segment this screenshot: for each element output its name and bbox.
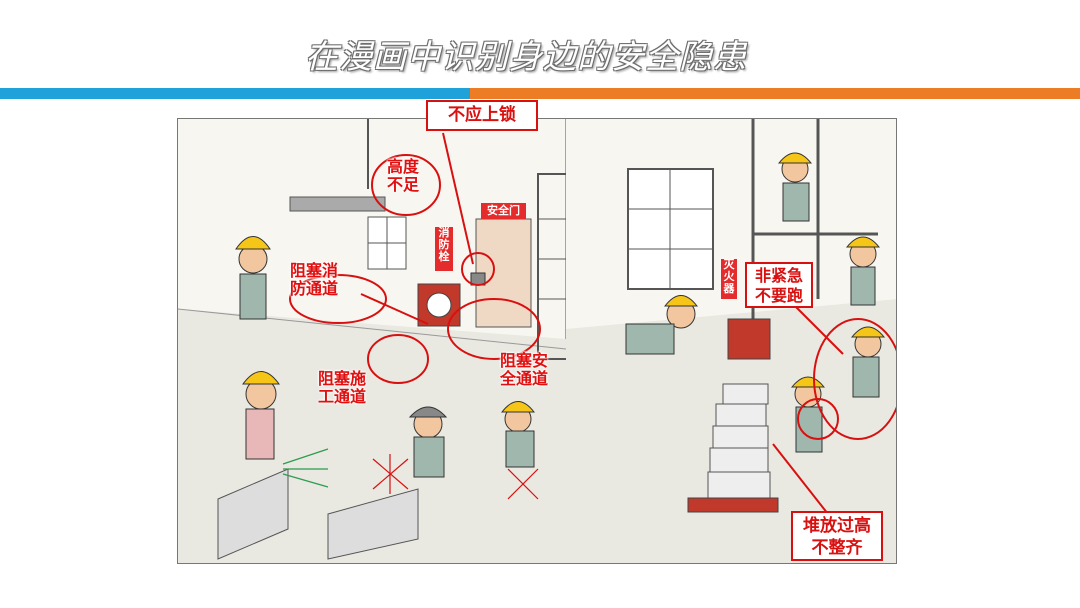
- blocked-safety-passage-label: 阻塞安 全通道: [500, 351, 549, 388]
- blocked-fire-passage-label: 阻塞消 防通道: [290, 261, 339, 298]
- fire-extinguisher-sign: 灭 火 器: [721, 259, 737, 299]
- worker-figure: [235, 152, 886, 478]
- no-lock-callout: 不应上锁: [426, 100, 538, 131]
- header-band-blue: [0, 88, 470, 99]
- stacked-too-high-callout: 堆放过高 不整齐: [791, 511, 883, 561]
- insufficient-height-label: 高度 不足: [387, 157, 420, 194]
- hazard-circles: [289, 154, 896, 440]
- comic-drawing: [178, 119, 896, 563]
- no-running-callout: 非紧急 不要跑: [745, 262, 813, 308]
- header-band-orange: [470, 88, 1080, 99]
- slide-title: 在漫画中识别身边的安全隐患: [305, 37, 747, 76]
- fire-hydrant-sign: 消 防 栓: [435, 227, 453, 271]
- safety-comic-illustration: 安全门 消 防 栓 灭 火 器: [177, 118, 897, 564]
- safety-door-sign: 安全门: [481, 203, 526, 219]
- blocked-work-passage-label: 阻塞施 工通道: [318, 369, 367, 406]
